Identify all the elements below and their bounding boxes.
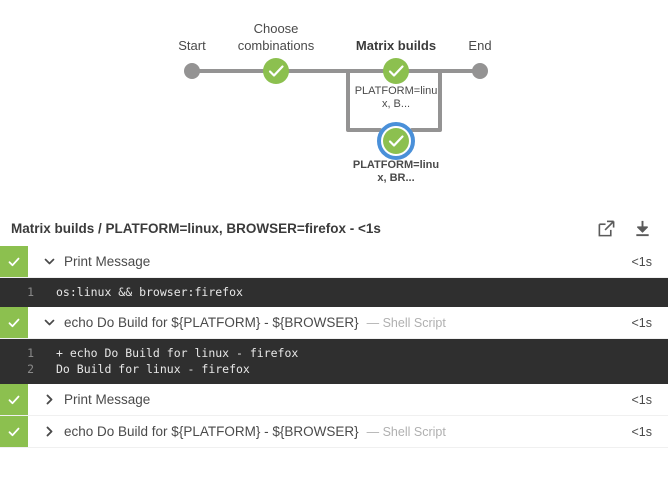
step-title-text: Print Message bbox=[64, 254, 151, 269]
results-header: Matrix builds / PLATFORM=linux, BROWSER=… bbox=[0, 210, 668, 246]
chevron-right-icon[interactable] bbox=[28, 416, 60, 447]
step-item: Print Message <1s 1 os:linux && browser:… bbox=[0, 246, 668, 307]
download-icon[interactable] bbox=[633, 219, 652, 238]
branch-2-label-line1: PLATFORM=linu bbox=[352, 159, 440, 171]
check-icon bbox=[8, 395, 20, 404]
step-title: Print Message bbox=[60, 384, 631, 415]
end-dot-icon[interactable] bbox=[472, 63, 488, 79]
step-item: echo Do Build for ${PLATFORM} - ${BROWSE… bbox=[0, 307, 668, 384]
pipeline-graph: Start Choose combinations Matrix builds … bbox=[0, 0, 668, 210]
pipeline-node-choose-combinations[interactable] bbox=[263, 58, 289, 84]
start-dot-icon[interactable] bbox=[184, 63, 200, 79]
results-title: Matrix builds / PLATFORM=linux, BROWSER=… bbox=[11, 220, 381, 236]
step-duration: <1s bbox=[631, 254, 652, 269]
branch-1-label-line1: PLATFORM=linu bbox=[354, 85, 438, 97]
step-item: echo Do Build for ${PLATFORM} - ${BROWSE… bbox=[0, 416, 668, 448]
log-line-text: + echo Do Build for linux - firefox bbox=[56, 346, 299, 360]
log-line-number: 2 bbox=[27, 362, 34, 376]
connector-split-down-to-branch2 bbox=[346, 69, 382, 132]
chevron-down-icon[interactable] bbox=[28, 246, 60, 277]
step-duration: <1s bbox=[631, 424, 652, 439]
step-status-success bbox=[0, 416, 28, 447]
log-line: 1 + echo Do Build for linux - firefox bbox=[0, 345, 668, 361]
step-title-text: echo Do Build for ${PLATFORM} - ${BROWSE… bbox=[64, 424, 359, 439]
step-title: echo Do Build for ${PLATFORM} - ${BROWSE… bbox=[60, 416, 631, 447]
step-type-label: — Shell Script bbox=[366, 315, 446, 330]
step-title: echo Do Build for ${PLATFORM} - ${BROWSE… bbox=[60, 307, 631, 338]
log-line-number: 1 bbox=[27, 346, 34, 360]
step-duration: <1s bbox=[631, 392, 652, 407]
chevron-down-icon[interactable] bbox=[28, 307, 60, 338]
step-title: Print Message bbox=[60, 246, 631, 277]
step-header[interactable]: echo Do Build for ${PLATFORM} - ${BROWSE… bbox=[0, 416, 668, 448]
stage-label-start: Start bbox=[178, 38, 206, 53]
branch-2-label-line2: x, BR... bbox=[377, 172, 415, 184]
check-icon bbox=[268, 65, 284, 77]
pipeline-connectors bbox=[184, 58, 488, 160]
step-status-success bbox=[0, 307, 28, 338]
connector-branch2-up-to-join bbox=[410, 69, 442, 132]
check-icon bbox=[8, 257, 20, 266]
stage-label-choose-combinations-line1: Choose bbox=[253, 21, 299, 36]
check-icon bbox=[388, 135, 404, 147]
check-icon bbox=[8, 427, 20, 436]
step-title-text: Print Message bbox=[64, 392, 151, 407]
step-type-label: — Shell Script bbox=[366, 424, 446, 439]
stage-label-end: End bbox=[468, 38, 492, 53]
step-item: Print Message <1s bbox=[0, 384, 668, 416]
step-status-success bbox=[0, 384, 28, 415]
header-actions bbox=[597, 219, 658, 238]
step-list: Print Message <1s 1 os:linux && browser:… bbox=[0, 246, 668, 448]
branch-1-label-line2: x, B... bbox=[381, 98, 411, 110]
step-log-output[interactable]: 1 os:linux && browser:firefox bbox=[0, 278, 668, 307]
log-line-text: Do Build for linux - firefox bbox=[56, 362, 250, 376]
pipeline-node-branch-1[interactable] bbox=[383, 58, 409, 84]
step-title-text: echo Do Build for ${PLATFORM} - ${BROWSE… bbox=[64, 315, 359, 330]
log-line: 2 Do Build for linux - firefox bbox=[0, 361, 668, 377]
step-log-output[interactable]: 1 + echo Do Build for linux - firefox 2 … bbox=[0, 339, 668, 384]
chevron-right-icon[interactable] bbox=[28, 384, 60, 415]
step-duration: <1s bbox=[631, 315, 652, 330]
pipeline-node-branch-2-selected[interactable] bbox=[377, 122, 415, 160]
check-icon bbox=[8, 318, 20, 327]
step-header[interactable]: Print Message <1s bbox=[0, 246, 668, 278]
stage-label-choose-combinations-line2: combinations bbox=[237, 38, 315, 53]
step-header[interactable]: Print Message <1s bbox=[0, 384, 668, 416]
log-line-number: 1 bbox=[27, 285, 34, 299]
check-icon bbox=[388, 65, 404, 77]
external-link-icon[interactable] bbox=[597, 219, 616, 238]
step-header[interactable]: echo Do Build for ${PLATFORM} - ${BROWSE… bbox=[0, 307, 668, 339]
stage-label-matrix-builds: Matrix builds bbox=[355, 38, 437, 53]
log-line-text: os:linux && browser:firefox bbox=[56, 285, 243, 299]
log-line: 1 os:linux && browser:firefox bbox=[0, 284, 668, 300]
step-status-success bbox=[0, 246, 28, 277]
